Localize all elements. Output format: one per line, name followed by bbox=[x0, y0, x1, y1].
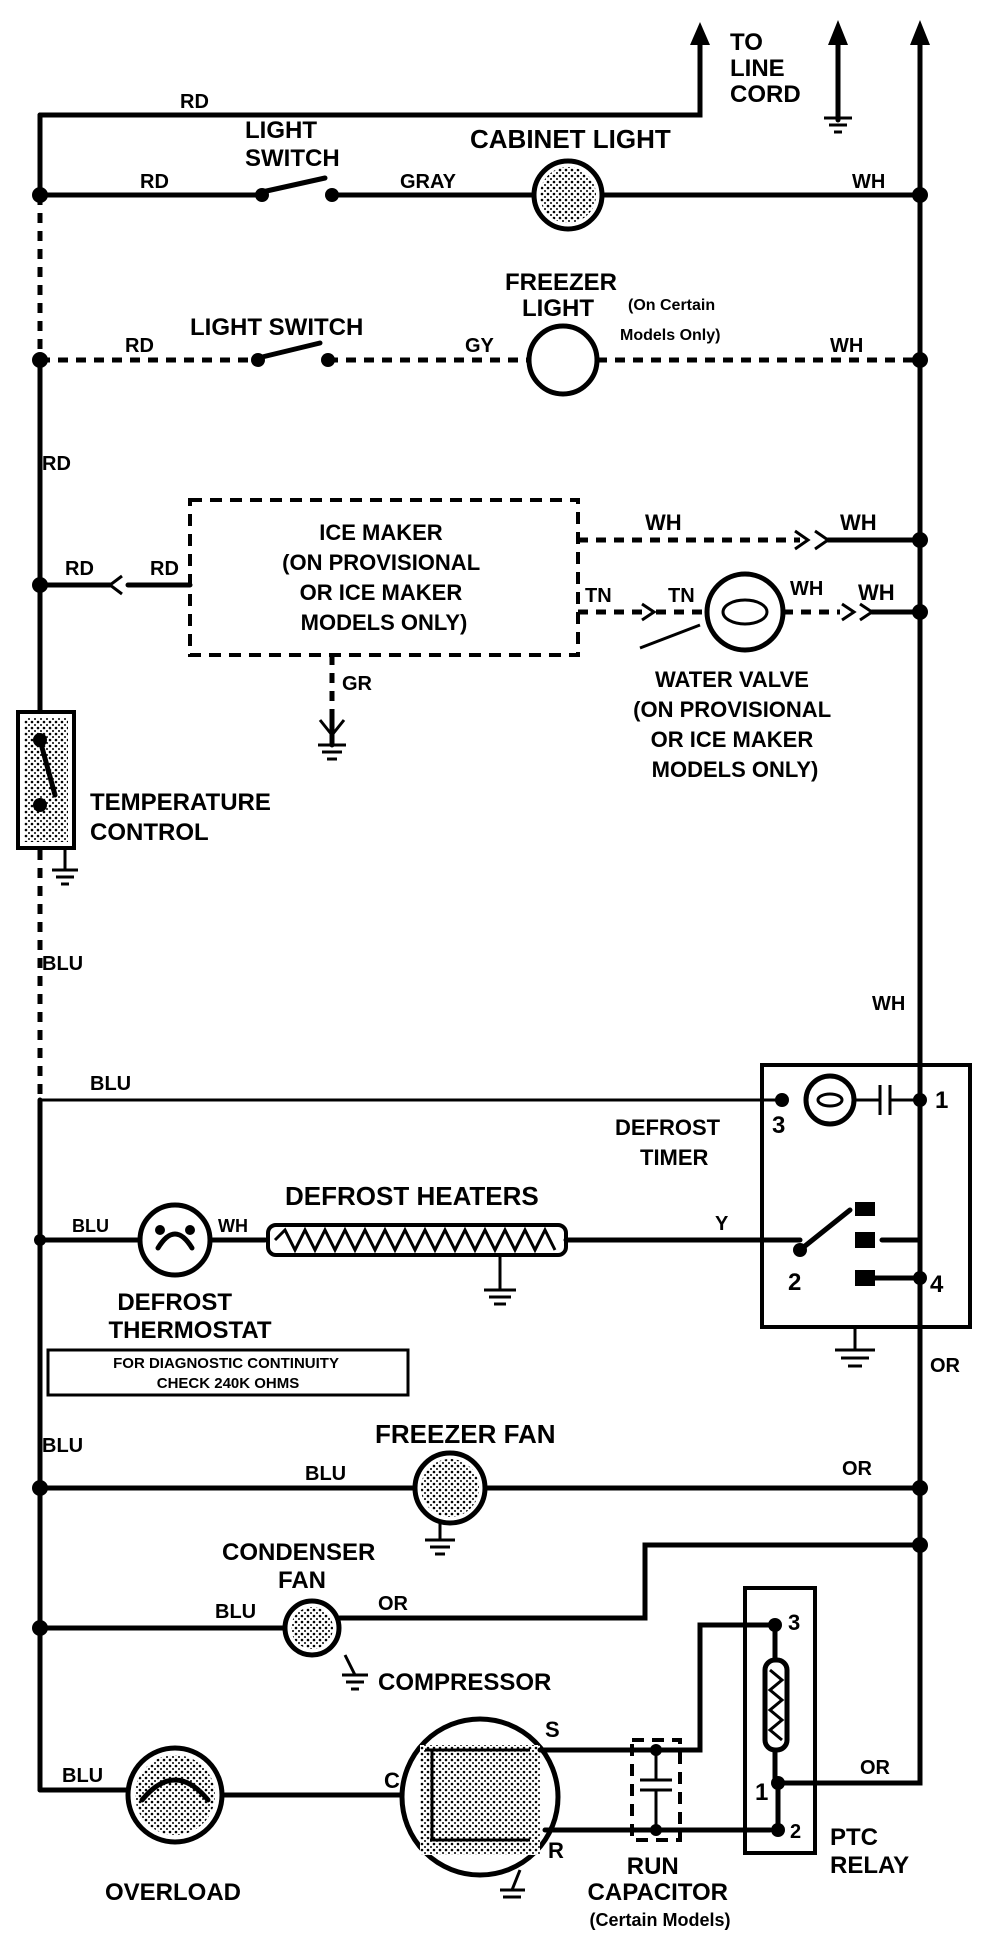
water-valve-wiring bbox=[578, 571, 928, 653]
ice-maker-ground bbox=[318, 655, 346, 761]
wh-valve-label: WH bbox=[790, 578, 823, 600]
condenser-fan-label: CONDENSER FAN bbox=[222, 1539, 382, 1594]
rd-ice-1-label: RD bbox=[65, 558, 94, 580]
freezer-fan-row bbox=[32, 1450, 928, 1556]
defrost-heaters-label: DEFROST HEATERS bbox=[285, 1181, 539, 1211]
defrost-timer-internals bbox=[40, 1073, 927, 1368]
run-capacitor-label: RUN CAPACITOR (Certain Models) bbox=[588, 1853, 733, 1930]
freezer-light-note: (On Certain Models Only) bbox=[620, 297, 720, 344]
defrost-timer-box bbox=[760, 1063, 972, 1329]
ptc-terminal-2: 2 bbox=[790, 1821, 801, 1843]
rd-top-label: RD bbox=[180, 91, 209, 113]
ice-maker-label: ICE MAKER (ON PROVISIONAL OR ICE MAKER M… bbox=[282, 520, 486, 635]
overload-label: OVERLOAD bbox=[105, 1879, 241, 1906]
run-capacitor bbox=[630, 1738, 682, 1842]
to-line-cord-label: TO LINE CORD bbox=[730, 29, 801, 108]
freezer-light-bulb bbox=[526, 323, 600, 397]
terminal-c: C bbox=[384, 1768, 400, 1793]
y-wire-label: Y bbox=[715, 1213, 729, 1235]
ptc-relay bbox=[743, 1472, 923, 1855]
diag-note-box bbox=[46, 1348, 410, 1397]
blu-left-2-label: BLU bbox=[42, 1435, 83, 1457]
defrost-heaters-row bbox=[34, 1202, 803, 1306]
cabinet-light-row bbox=[32, 158, 928, 232]
or-ffan-label: OR bbox=[842, 1458, 873, 1480]
blu-cfan-label: BLU bbox=[215, 1601, 256, 1623]
top-red-wire bbox=[37, 32, 703, 118]
timer-terminal-2: 2 bbox=[788, 1269, 801, 1296]
gy-label: GY bbox=[465, 335, 495, 357]
defrost-thermostat-label: DEFROST THERMOSTAT bbox=[108, 1289, 271, 1344]
overload-compressor-row bbox=[37, 1622, 773, 1899]
blu-overload-label: BLU bbox=[62, 1765, 103, 1787]
blu-ffan-label: BLU bbox=[305, 1463, 346, 1485]
line-cord-arrows bbox=[690, 20, 930, 198]
light-switch-1-label: LIGHT SWITCH bbox=[245, 117, 340, 172]
freezer-fan-label: FREEZER FAN bbox=[375, 1419, 556, 1449]
ptc-terminal-3: 3 bbox=[788, 1610, 800, 1635]
gray-label: GRAY bbox=[400, 171, 457, 193]
temperature-control-label: TEMPERATURE CONTROL bbox=[90, 789, 278, 846]
tn-2-label: TN bbox=[668, 585, 695, 607]
temperature-control bbox=[16, 710, 78, 886]
terminal-s: S bbox=[545, 1717, 560, 1742]
water-valve-label: WATER VALVE (ON PROVISIONAL OR ICE MAKER… bbox=[633, 667, 837, 782]
blu-timer-label: BLU bbox=[90, 1073, 131, 1095]
blu-thermo-label: BLU bbox=[72, 1216, 109, 1236]
tn-1-label: TN bbox=[585, 585, 612, 607]
terminal-r: R bbox=[548, 1838, 564, 1863]
defrost-timer-label: DEFROST TIMER bbox=[615, 1115, 726, 1170]
condenser-fan-row bbox=[32, 1537, 928, 1691]
ptc-relay-label: PTC RELAY bbox=[830, 1824, 909, 1879]
light-switch-2-label: LIGHT SWITCH bbox=[190, 314, 363, 341]
timer-terminal-4: 4 bbox=[930, 1271, 944, 1298]
or-ptc-label: OR bbox=[860, 1757, 891, 1779]
wh-thermo-label: WH bbox=[218, 1216, 248, 1236]
or-timer-label: OR bbox=[930, 1355, 961, 1377]
or-cfan-label: OR bbox=[378, 1593, 409, 1615]
diag-note: FOR DIAGNOSTIC CONTINUITY CHECK 240K OHM… bbox=[113, 1355, 343, 1392]
rd-ice-2-label: RD bbox=[150, 558, 179, 580]
rd-freezer-label: RD bbox=[125, 335, 154, 357]
wh-freezer-label: WH bbox=[830, 335, 863, 357]
cabinet-light-label: CABINET LIGHT bbox=[470, 124, 671, 154]
rd-left-label: RD bbox=[42, 453, 71, 475]
defrost-thermostat-symbol bbox=[137, 1202, 213, 1278]
wh-valve-2-label: WH bbox=[858, 580, 895, 605]
compressor-label: COMPRESSOR bbox=[378, 1669, 551, 1696]
ice-maker-red-wire bbox=[32, 574, 193, 596]
timer-terminal-1: 1 bbox=[935, 1087, 948, 1114]
freezer-light-row bbox=[32, 323, 928, 397]
wh-ice-2-label: WH bbox=[840, 510, 877, 535]
water-valve-coil bbox=[704, 571, 786, 653]
freezer-light-label: FREEZER LIGHT bbox=[505, 269, 624, 322]
timer-terminal-3: 3 bbox=[772, 1112, 785, 1139]
wh-cabinet-label: WH bbox=[852, 171, 885, 193]
wh-ice-1-label: WH bbox=[645, 510, 682, 535]
ptc-terminal-1: 1 bbox=[755, 1779, 768, 1806]
ice-maker-box bbox=[188, 498, 580, 657]
blu-left-label: BLU bbox=[42, 953, 83, 975]
ice-maker-wh-wire bbox=[578, 529, 928, 551]
gr-label: GR bbox=[342, 673, 373, 695]
wh-right-label: WH bbox=[872, 993, 905, 1015]
rd-light-label: RD bbox=[140, 171, 169, 193]
